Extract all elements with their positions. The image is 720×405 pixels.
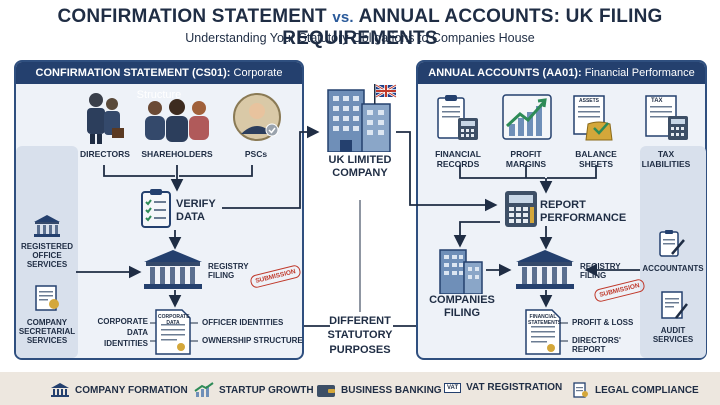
calculator-icon (504, 190, 538, 233)
tax-tag: TAX (651, 98, 663, 104)
balance-sheets-icon: ASSETS (572, 94, 618, 147)
companies-filing-label: COMPANIES FILING (429, 294, 495, 319)
accountants-label: ACCOUNTANTS (642, 264, 704, 273)
right-panel-header: ANNUAL ACCOUNTS (AA01): Financial Perfor… (418, 62, 705, 84)
different-statutory-purposes-label: DIFFERENT STATUTORY PURPOSES (327, 315, 393, 356)
tax-liabilities-icon: TAX (644, 94, 692, 147)
shareholders-icon (142, 98, 212, 147)
directors-label: DIRECTORS (80, 149, 130, 159)
report-performance-label: REPORT PERFORMANCE (540, 199, 627, 224)
growth-chart-icon (194, 382, 214, 397)
audit-services-label: AUDIT SERVICES (652, 326, 694, 345)
psc-avatar-icon (232, 92, 282, 147)
registered-office-services-label: REGISTERED OFFICE SERVICES (20, 242, 73, 270)
footer-item-legal-compliance: LEGAL COMPLIANCE (572, 382, 699, 398)
directors-icon (82, 90, 128, 149)
checklist-clipboard-icon (140, 188, 172, 233)
bank-building-icon (51, 383, 69, 397)
uk-company-building-icon (320, 82, 400, 157)
officer-identities-label: OFFICER IDENTITIES (202, 318, 284, 327)
footer-item-business-banking: BUSINESS BANKING (316, 382, 442, 398)
corporate-data-document-icon (154, 308, 192, 361)
footer-item-startup-growth: STARTUP GROWTH (194, 382, 314, 398)
assets-tag: ASSETS (579, 98, 600, 104)
pscs-label: PSCs (244, 149, 268, 159)
registry-filing-label-left: REGISTRY FILING (208, 262, 249, 281)
financial-statements-doc-label: FINANCIAL STATEMENTS (528, 314, 562, 326)
registry-filing-label-right: REGISTRY FILING (580, 262, 621, 281)
footer-bar: COMPANY FORMATION STARTUP GROWTH BUSINES… (0, 372, 720, 405)
profit-margins-label: PROFIT MARGINS (505, 149, 547, 169)
directors-report-label: DIRECTORS' REPORT (572, 336, 621, 355)
audit-document-icon (660, 290, 688, 325)
uk-limited-company-label: UK LIMITED COMPANY (328, 154, 392, 179)
wallet-icon (317, 385, 335, 397)
vat-receipt-icon: VAT (444, 382, 462, 393)
shareholders-label: SHAREHOLDERS (141, 149, 213, 159)
legal-document-icon (573, 382, 588, 398)
registered-office-building-icon (33, 214, 61, 243)
corporate-data-identities-label: CORPORATE DATA IDENTITIES (97, 317, 148, 348)
profit-margins-chart-icon (502, 94, 552, 145)
companies-filing-building-icon (436, 246, 484, 299)
corporate-data-doc-label: CORPORATE DATA (158, 314, 190, 326)
page-title: CONFIRMATION STATEMENT vs. ANNUAL ACCOUN… (57, 6, 663, 49)
secretarial-certificate-icon (34, 284, 62, 317)
balance-sheets-label: BALANCE SHEETS (575, 149, 617, 169)
accountants-clipboard-icon (658, 228, 686, 263)
profit-loss-label: PROFIT & LOSS (572, 318, 634, 327)
tax-liabilities-label: TAX LIABILITIES (641, 149, 691, 169)
left-panel-header: CONFIRMATION STATEMENT (CS01): Corporate… (16, 62, 302, 101)
ownership-structure-label: OWNERSHIP STRUCTURE (202, 336, 303, 345)
footer-item-company-formation: COMPANY FORMATION (50, 382, 188, 398)
footer-item-vat-registration: VAT VAT REGISTRATION (444, 382, 562, 393)
financial-records-clipboard-icon (436, 94, 480, 147)
page-subtitle: Understanding Your Statutory Obligations… (185, 31, 535, 45)
financial-statements-document-icon (524, 308, 562, 361)
left-services-strip (16, 146, 78, 358)
verify-data-label: VERIFY DATA (176, 198, 216, 223)
company-secretarial-services-label: COMPANY SECRETARIAL SERVICES (18, 318, 76, 346)
registry-building-icon (142, 248, 204, 295)
registry-building-icon-right (514, 248, 576, 295)
financial-records-label: FINANCIAL RECORDS (435, 149, 481, 169)
